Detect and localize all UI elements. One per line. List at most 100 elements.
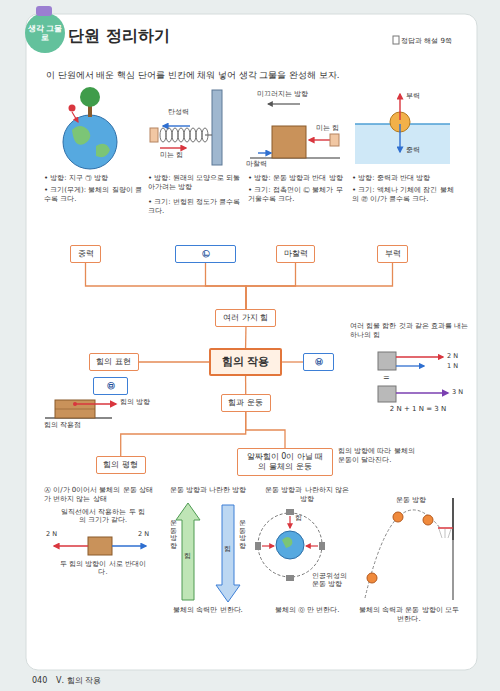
- spring-coil: [202, 128, 208, 142]
- box-text: ㉥: [310, 357, 327, 367]
- label: 힘: [184, 552, 194, 561]
- connector: [121, 412, 246, 456]
- label: • 크기: 변형된 정도가 클수록 크다.: [148, 198, 246, 216]
- equilibrium-picture: [54, 537, 146, 555]
- connector: [245, 327, 247, 348]
- answer-icon: [393, 36, 399, 44]
- label: • 방향: 지구 ㉠ 방향: [44, 174, 144, 183]
- badge: [25, 13, 65, 53]
- label: 생각 그물로: [27, 24, 63, 43]
- spring-coil: [190, 128, 196, 142]
- connector: [206, 263, 246, 309]
- label: 부력: [406, 92, 431, 100]
- label: 운동 방향과 나란하지 않은 방향: [262, 486, 352, 504]
- connector: [246, 412, 285, 448]
- label: • 크기: 액체나 기체에 잠긴 물체의 ㉣ 이/가 클수록 크다.: [352, 186, 460, 204]
- badge-icon: [36, 6, 52, 16]
- label: 운동 방향: [170, 520, 177, 551]
- connector: [282, 361, 303, 362]
- spring-coil: [172, 128, 178, 142]
- label: • 방향: 운동 방향과 반대 방향: [248, 174, 346, 183]
- label: 2 N + 1 N = 3 N: [368, 405, 468, 414]
- label: 운동 방향: [239, 520, 246, 551]
- box-text: ㉡: [182, 249, 229, 259]
- spring-coil: [196, 128, 202, 142]
- connector: [86, 263, 246, 309]
- card: [26, 14, 477, 670]
- topic-box: 힘과 운동: [221, 394, 271, 412]
- label: 3 N: [452, 388, 472, 396]
- box-text: 중력: [77, 249, 94, 259]
- label: 물체의 속력만 변한다.: [163, 606, 253, 615]
- blank-box: ㉤: [93, 377, 128, 395]
- label: 인공위성의 운동 방향: [312, 572, 348, 588]
- label: 미는 힘: [316, 124, 350, 132]
- box-text: 힘의 표현: [96, 357, 132, 367]
- ball-throw-picture: [365, 498, 453, 600]
- label: 힘: [224, 545, 234, 554]
- box-text: 힘의 작용: [221, 355, 270, 369]
- label: ㉦ 이/가 0이어서 물체의 운동 상태가 변하지 않는 상태: [44, 486, 159, 504]
- label: 물체의 ㉧ 만 변한다.: [262, 606, 352, 615]
- label: 운동 방향과 나란한 방향: [163, 486, 253, 495]
- label: 2 N: [447, 352, 469, 360]
- label: 일직선에서 작용하는 두 힘의 크기가 같다.: [58, 508, 148, 524]
- spring-coil: [184, 128, 190, 142]
- blank-box: ㉥: [303, 353, 334, 371]
- label: • 방향: 원래의 모양으로 되돌아가려는 방향: [148, 174, 246, 192]
- blank-box: ㉡: [175, 245, 236, 263]
- label: • 크기: 접촉면이 ㉢ 물체가 무거울수록 크다.: [248, 186, 346, 204]
- resultant-force-picture: [378, 352, 448, 402]
- box-text: 힘의 평형: [103, 460, 139, 470]
- buoyancy-picture: [355, 94, 450, 164]
- box-text: 마찰력: [283, 249, 308, 259]
- spring-coil: [166, 128, 172, 142]
- label: 여러 힘을 합한 것과 같은 효과를 내는 하나의 힘: [350, 322, 470, 340]
- topic-box: 힘의 평형: [96, 456, 146, 474]
- box-text: 알짜힘이 0이 아닐 때의 물체의 운동: [244, 452, 326, 472]
- label: 이 단원에서 배운 핵심 단어를 빈칸에 채워 넣어 생각 그물을 완성해 보자…: [46, 70, 466, 81]
- label: 마찰력: [246, 160, 280, 168]
- topic-box: 알짜힘이 0이 아닐 때의 물체의 운동: [237, 448, 333, 476]
- elastic-force-picture: [150, 90, 222, 165]
- page-title: 단원 정리하기: [68, 26, 170, 47]
- label: 물체의 속력과 운동 방향이 모두 변한다.: [355, 606, 463, 624]
- topic-box: 중력: [70, 245, 101, 263]
- satellite-picture: [255, 509, 325, 581]
- gravity-picture: [63, 87, 117, 169]
- connector: [246, 263, 393, 309]
- label: • 크기(무게): 물체의 질량이 클수록 크다.: [44, 186, 144, 204]
- connector: [245, 376, 246, 394]
- spring-coil: [178, 128, 184, 142]
- label: 미는 힘: [160, 151, 200, 159]
- label: 미끄러지는 방향: [257, 90, 327, 98]
- label: 두 힘의 방향이 서로 반대이다.: [58, 560, 148, 576]
- label: 1 N: [447, 362, 469, 370]
- label: 힘: [295, 514, 305, 523]
- label: • 방향: 중력과 반대 방향: [352, 174, 460, 183]
- label: 정답과 해설 9쪽: [401, 37, 473, 46]
- label: 040: [32, 676, 54, 686]
- label: 힘의 방향에 따라 물체의 운동이 달라진다.: [338, 447, 418, 465]
- topic-box: 마찰력: [276, 245, 315, 263]
- label: 운동 방향: [396, 496, 440, 504]
- label: 2 N: [138, 530, 158, 538]
- box-text: 여러 가지 힘: [222, 313, 269, 323]
- central-box: 힘의 작용: [209, 348, 282, 376]
- force-arrow-picture: [45, 400, 116, 418]
- box-text: 부력: [384, 249, 401, 259]
- label: Ⅴ. 힘의 작용: [56, 676, 146, 686]
- label: 힘의 작용점: [44, 421, 94, 429]
- label: 탄성력: [168, 108, 208, 116]
- spring-coil: [160, 128, 166, 142]
- box-text: ㉤: [100, 381, 121, 391]
- box-text: 힘과 운동: [228, 398, 264, 408]
- topic-box: 힘의 표현: [89, 353, 139, 371]
- topic-box: 부력: [377, 245, 408, 263]
- topic-box: 여러 가지 힘: [215, 309, 276, 327]
- parallel-force-picture: [176, 503, 240, 602]
- connector: [139, 361, 209, 362]
